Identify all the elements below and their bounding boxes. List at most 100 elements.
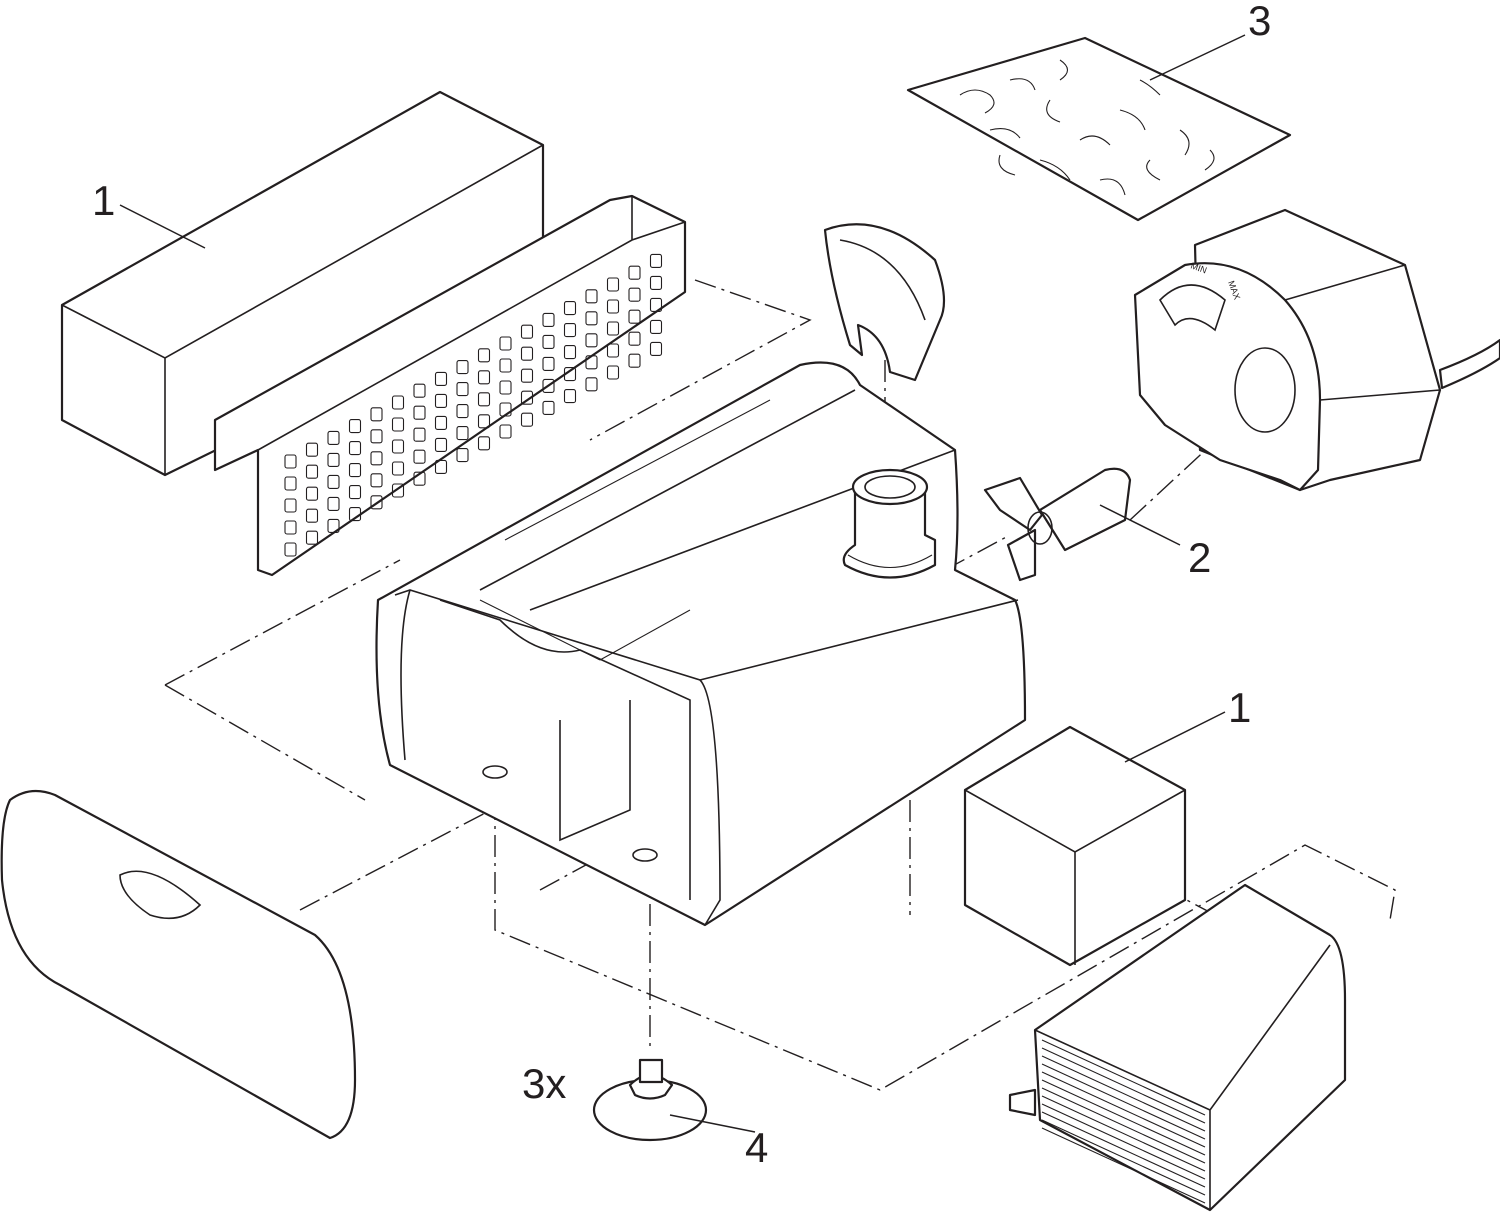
grid-hole [606,321,620,336]
grid-hole [606,299,620,314]
grid-hole [563,367,577,382]
cooling-fin [1041,1087,1206,1164]
grid-hole [628,353,641,368]
grid-hole [305,486,319,501]
grid-hole [563,389,577,404]
grid-hole [456,360,469,375]
cooling-fin [1041,1119,1206,1196]
grid-hole [520,324,534,339]
grid-hole [305,530,319,545]
cooling-fin [1041,1111,1206,1188]
grid-hole [649,341,663,356]
grid-hole [391,395,405,410]
cooling-fin [1041,1079,1206,1156]
grid-hole [585,355,598,370]
grid-hole [585,333,598,348]
cooling-fin [1041,1063,1206,1140]
grid-hole [542,334,555,349]
grid-hole [477,414,491,429]
filter-housing [375,361,1027,927]
grid-hole [563,301,577,316]
grid-hole [305,442,319,457]
label-foam-long: 1 [92,177,115,224]
grid-hole [499,358,512,373]
cooling-fin [1041,1071,1206,1148]
label-suction-cup-quantity: 3x [522,1060,566,1107]
grid-hole [348,419,362,434]
grid-hole [499,336,512,351]
filter-media-bag [906,36,1292,222]
grid-hole [284,476,297,491]
grid-hole [520,346,534,361]
cooling-fin [1041,1103,1206,1180]
grid-hole [370,473,383,488]
grid-hole [499,380,512,395]
grid-hole [391,417,405,432]
grid-hole [499,402,512,417]
grid-hole [327,452,340,467]
grid-hole [391,483,405,498]
grid-hole [391,461,405,476]
grid-hole [434,459,448,474]
grid-hole [520,412,534,427]
grid-hole [391,439,405,454]
grid-hole [284,520,297,535]
grid-hole [413,427,426,442]
front-cover [0,789,357,1140]
label-impeller: 2 [1188,534,1211,581]
grid-hole [348,463,362,478]
grid-hole [542,378,555,393]
label-foam-cube: 1 [1228,684,1251,731]
label-filter-media: 3 [1248,0,1271,44]
grid-hole [305,508,319,523]
grid-hole [348,485,362,500]
cooling-fin [1041,1039,1206,1116]
grid-hole [585,311,598,326]
grid-hole [284,542,297,557]
grid-hole [370,495,383,510]
grid-hole [284,454,297,469]
grid-hole [499,424,512,439]
grid-hole [413,471,426,486]
grid-hole [348,441,362,456]
cooling-fin [1041,1055,1206,1132]
grid-hole [542,400,555,415]
grid-hole [477,370,491,385]
grid-filter-panel [213,194,687,577]
grid-hole [628,309,641,324]
pump-motor: MIN MAX [1133,208,1500,492]
grid-hole [563,345,577,360]
grid-hole [305,464,319,479]
impeller [983,467,1132,582]
callouts: 1 3 2 1 3x 4 [92,0,1271,1171]
outlet-cup [823,223,946,382]
grid-hole [434,437,448,452]
grid-hole [649,297,663,312]
grid-hole [456,382,469,397]
grid-hole [434,415,448,430]
grid-hole [327,430,340,445]
grid-hole [477,436,491,451]
grid-hole [434,393,448,408]
grid-hole [628,265,641,280]
grid-hole [456,426,469,441]
grid-hole [477,348,491,363]
grid-hole [606,365,620,380]
grid-hole [434,371,448,386]
grid-hole [585,377,598,392]
grid-hole [327,518,340,533]
grid-hole [542,356,555,371]
grid-hole [348,507,362,522]
cooling-fin [1041,1095,1206,1172]
grid-hole [520,368,534,383]
grid-hole [649,319,663,334]
grid-hole [327,474,340,489]
grid-hole [520,390,534,405]
grid-hole [606,277,620,292]
grid-hole [456,448,469,463]
grid-hole [477,392,491,407]
grid-hole [649,253,663,268]
foam-block-cube [963,725,1187,967]
